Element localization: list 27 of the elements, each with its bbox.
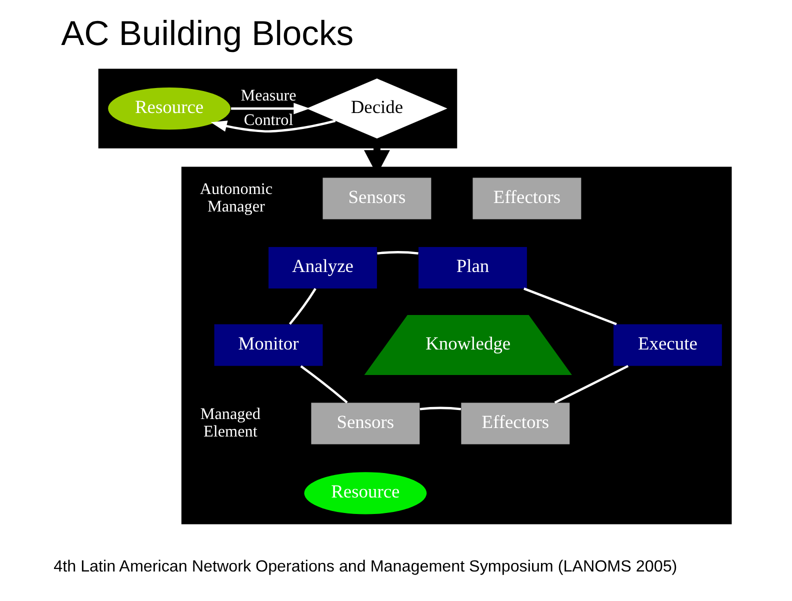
arrow [210, 120, 336, 133]
connector [288, 288, 316, 325]
arrow [231, 102, 310, 114]
node-box: Monitor [214, 324, 323, 366]
connector [524, 288, 617, 326]
connector [420, 406, 462, 410]
diagram-title: AC Building Blocks [61, 15, 354, 54]
cluster [181, 166, 732, 524]
node-box: Sensors [322, 178, 432, 220]
connector [377, 251, 418, 254]
node-box: Sensors [311, 402, 420, 444]
label: Managed Element [200, 406, 260, 440]
node-box: Plan [418, 246, 527, 289]
cluster [98, 68, 458, 148]
node-ellipse: Resource [304, 472, 427, 514]
label: Autonomic Manager [200, 181, 273, 216]
node-ellipse: Resource [108, 87, 231, 130]
node-diamond: Decide [306, 78, 448, 139]
node-box: Execute [613, 324, 722, 366]
node-box: Effectors [461, 402, 570, 444]
node-box: Analyze [268, 246, 377, 289]
edge-label: Measure [240, 88, 296, 105]
edge-label: Control [244, 112, 294, 129]
connector [554, 364, 629, 404]
connector [300, 365, 348, 404]
node-box: Effectors [472, 178, 582, 220]
caption: 4th Latin American Network Operations and Management Symposium (LANOMS 2005) [54, 558, 678, 576]
